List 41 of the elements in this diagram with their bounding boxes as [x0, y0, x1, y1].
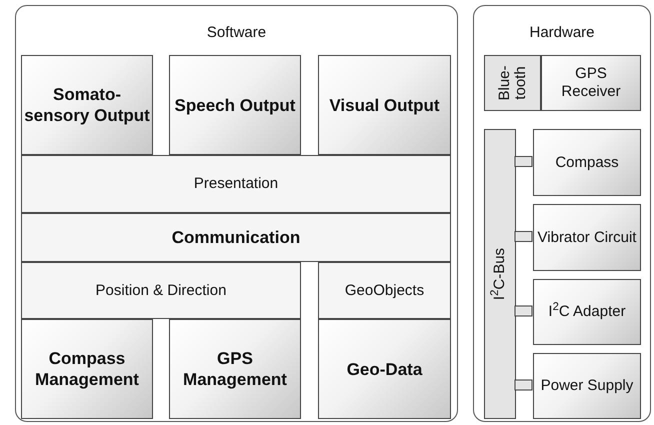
- module-box: [21, 55, 153, 155]
- module-label: Vibrator Circuit: [536, 228, 638, 246]
- group-panel: [15, 5, 458, 422]
- module-label: GPS Receiver: [560, 65, 622, 101]
- module-label: Compass Management: [34, 348, 140, 390]
- group-panel: [473, 5, 651, 422]
- module-label: Compass: [554, 154, 620, 172]
- module-label: Geo-Data: [346, 358, 424, 380]
- module-box: [533, 129, 641, 196]
- module-label: Communication: [170, 227, 302, 248]
- panel-title: Hardware: [528, 23, 596, 43]
- bus-connector: [514, 306, 532, 316]
- bus-connector: [514, 231, 532, 242]
- module-label: Blue- tooth: [496, 64, 528, 103]
- module-box: [21, 319, 153, 419]
- module-label: I$^{2}$C Adapter: [547, 303, 627, 321]
- module-label: GPS Management: [182, 348, 288, 390]
- module-box: [533, 204, 641, 271]
- module-box: [169, 55, 301, 155]
- module-box: [21, 262, 301, 319]
- module-box: [541, 55, 641, 111]
- module-label: Position & Direction: [94, 282, 228, 300]
- module-label: Visual Output: [328, 94, 441, 116]
- module-box: [484, 129, 516, 419]
- module-box: [21, 155, 451, 213]
- module-label: Somato- sensory Output: [23, 84, 151, 126]
- bus-connector: [514, 380, 532, 390]
- module-label: Speech Output: [174, 94, 296, 116]
- module-box: [533, 353, 641, 419]
- module-box: [484, 55, 541, 111]
- module-box: [318, 262, 451, 319]
- module-box: [533, 279, 641, 345]
- module-box: [21, 213, 451, 262]
- module-box: [169, 319, 301, 419]
- panel-title: Software: [206, 23, 268, 43]
- module-label: Presentation: [192, 175, 280, 193]
- module-label: GeoObjects: [344, 282, 426, 300]
- bus-connector: [514, 156, 532, 167]
- module-label: Power Supply: [540, 377, 634, 395]
- module-box: [318, 319, 451, 419]
- module-box: [318, 55, 451, 155]
